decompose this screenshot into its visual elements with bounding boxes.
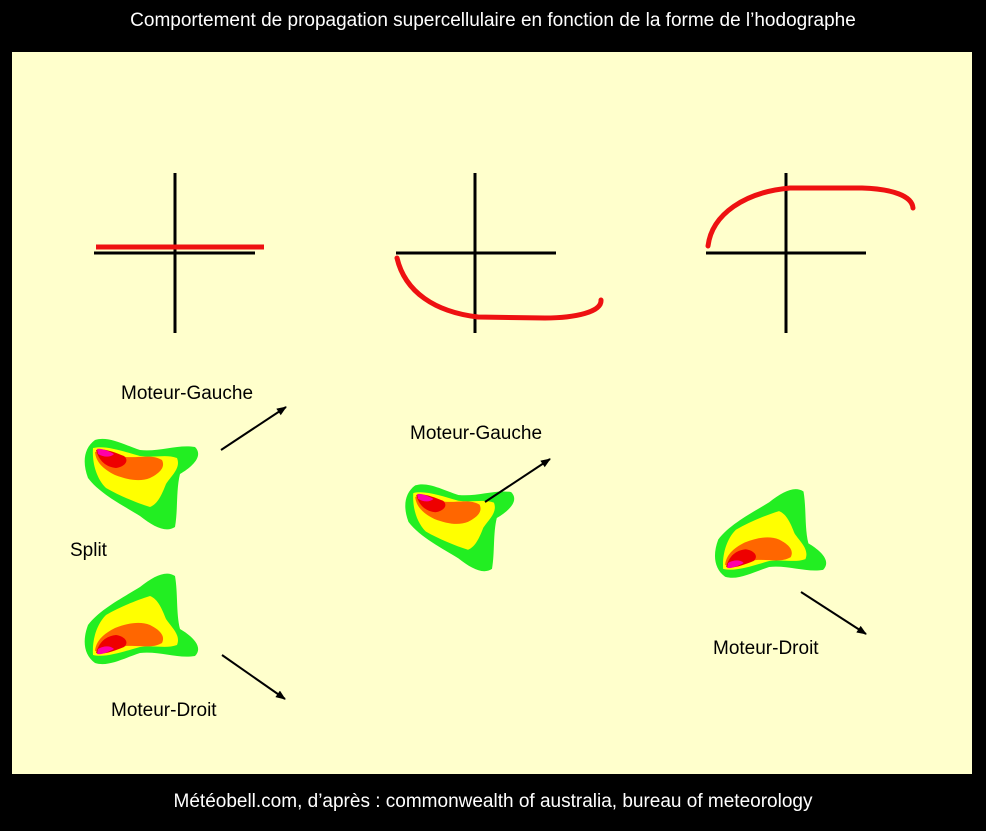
hodograph-curved-below — [394, 173, 604, 333]
storm-right-moving-3 — [714, 489, 827, 578]
label-right-motor-3: Moteur-Droit — [713, 638, 819, 659]
hodograph-curved-above — [705, 173, 916, 333]
storm-left-moving-1 — [84, 438, 199, 530]
arrow-right-moving-3 — [800, 591, 867, 635]
hodograph-2-wind-curve — [394, 255, 604, 321]
label-left-motor-2: Moteur-Gauche — [410, 423, 542, 444]
storm-left-moving-2 — [405, 484, 515, 572]
arrow-left-moving-2 — [484, 458, 551, 503]
arrow-right-moving-1 — [221, 654, 286, 700]
page-title: Comportement de propagation supercellula… — [130, 10, 856, 31]
label-left-motor-1: Moteur-Gauche — [121, 383, 253, 404]
source-credit: Météobell.com, d’après : commonwealth of… — [173, 791, 813, 812]
label-right-motor-1: Moteur-Droit — [111, 700, 217, 721]
storm-right-moving-1 — [84, 573, 199, 665]
arrow-left-moving-1 — [220, 406, 287, 451]
label-split: Split — [70, 540, 108, 561]
hodograph-straight — [94, 173, 264, 333]
hodograph-3-wind-curve — [705, 185, 916, 249]
